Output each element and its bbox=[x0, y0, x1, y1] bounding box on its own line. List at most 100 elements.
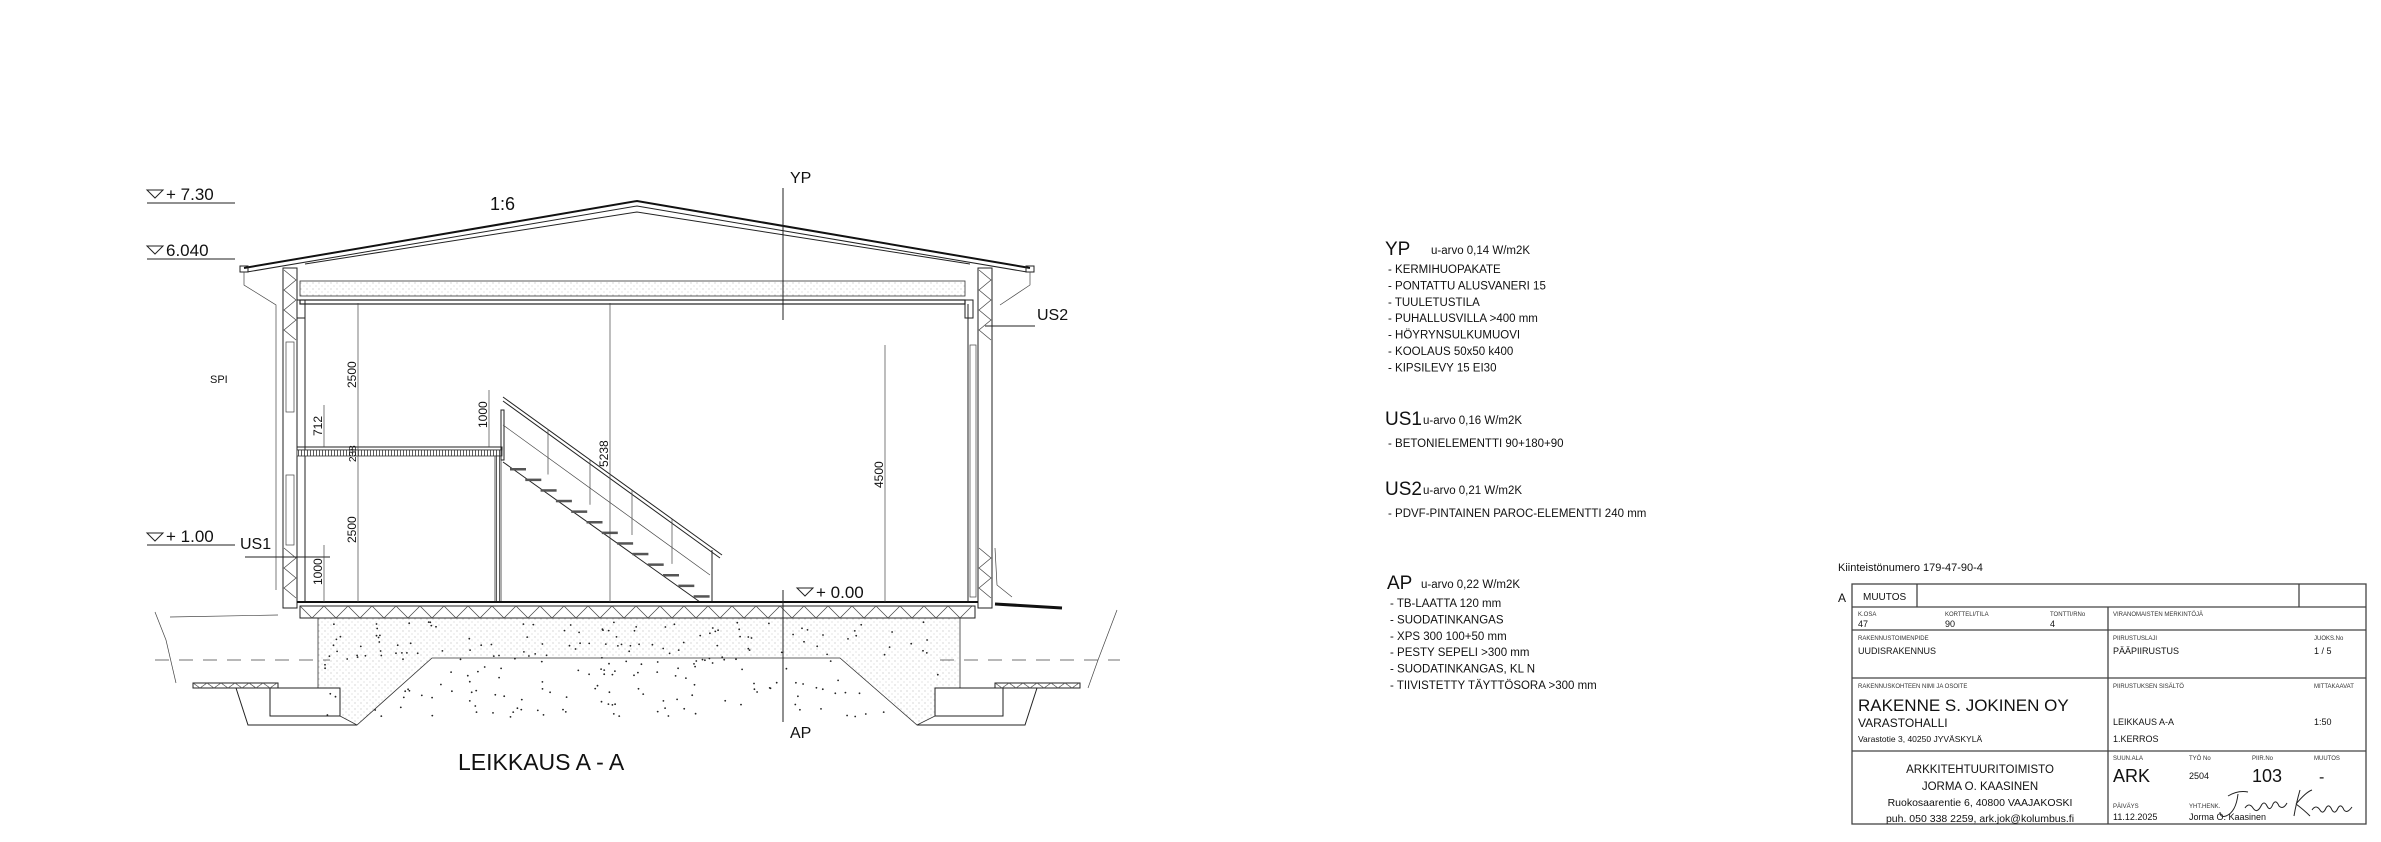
gravel-mark bbox=[614, 703, 616, 706]
dimension-label: 712 bbox=[311, 416, 325, 436]
layer-item: - KIPSILEVY 15 EI30 bbox=[1388, 362, 1496, 374]
field-value: 1 / 5 bbox=[2314, 646, 2332, 656]
gravel-mark bbox=[450, 671, 452, 673]
gravel-mark bbox=[346, 658, 349, 660]
layer-item: - HÖYRYNSULKUMUOVI bbox=[1388, 330, 1520, 342]
stair-tread bbox=[571, 510, 588, 513]
level-label: + 1.00 bbox=[166, 527, 214, 546]
level-marker-6040: 6.040 bbox=[145, 241, 235, 260]
gravel-mark bbox=[711, 627, 714, 629]
project-building: VARASTOHALLI bbox=[1858, 716, 1948, 730]
gravel-mark bbox=[640, 663, 643, 666]
left-footing bbox=[269, 687, 341, 717]
gravel-mark bbox=[656, 671, 659, 673]
gravel-mark bbox=[541, 643, 544, 645]
gravel-mark bbox=[569, 624, 572, 626]
gravel-mark bbox=[492, 655, 495, 657]
gravel-mark bbox=[883, 653, 886, 656]
gravel-mark bbox=[628, 650, 631, 653]
stair-tread bbox=[586, 521, 603, 524]
field-value: ARK bbox=[2113, 766, 2150, 786]
field-label: PIIRUSTUSLAJI bbox=[2113, 636, 2157, 642]
field-label: YHT.HENK. bbox=[2189, 804, 2221, 810]
gravel-mark bbox=[834, 692, 837, 695]
layer-item: - PESTY SEPELI >300 mm bbox=[1390, 647, 1529, 659]
field-label: SUUN.ALA bbox=[2113, 756, 2143, 762]
gravel-mark bbox=[677, 649, 680, 651]
gravel-mark bbox=[503, 695, 506, 698]
gravel-mark bbox=[656, 710, 659, 713]
wall-label-us2: US2 bbox=[1037, 307, 1068, 324]
gravel-mark bbox=[694, 665, 696, 668]
gravel-mark bbox=[608, 691, 611, 694]
gravel-mark bbox=[435, 625, 437, 628]
gravel-mark bbox=[594, 687, 597, 690]
layer-item: - TIIVISTETTY TÄYTTÖSORA >300 mm bbox=[1390, 680, 1597, 692]
layer-item: - KOOLAUS 50x50 k400 bbox=[1388, 346, 1513, 358]
level-marker-730: + 7.30 bbox=[145, 185, 235, 204]
layer-item: - BETONIELEMENTTI 90+180+90 bbox=[1388, 438, 1564, 450]
gravel-mark bbox=[475, 689, 478, 692]
gravel-mark bbox=[797, 695, 799, 698]
gravel-mark bbox=[738, 628, 741, 631]
gravel-mark bbox=[406, 652, 408, 654]
gravel-mark bbox=[565, 696, 568, 698]
gravel-mark bbox=[674, 675, 677, 677]
gravel-mark bbox=[494, 693, 497, 696]
gravel-mark bbox=[662, 700, 665, 702]
gravel-mark bbox=[925, 652, 928, 654]
gravel-mark bbox=[512, 711, 515, 713]
level-marker-100: + 1.00 bbox=[145, 527, 235, 546]
gravel-mark bbox=[775, 681, 778, 684]
ceiling bbox=[299, 280, 966, 305]
gravel-mark bbox=[826, 653, 828, 656]
gravel-mark bbox=[526, 636, 529, 638]
gravel-mark bbox=[477, 670, 479, 673]
gravel-mark bbox=[541, 688, 544, 690]
layer-item: - PUHALLUSVILLA >400 mm bbox=[1388, 313, 1538, 325]
gravel-mark bbox=[336, 650, 338, 653]
gravel-mark bbox=[514, 657, 516, 660]
stair-tread bbox=[617, 542, 634, 545]
gravel-mark bbox=[651, 643, 654, 646]
gravel-mark bbox=[613, 621, 615, 624]
gravel-mark bbox=[820, 708, 822, 710]
layer-item: - PONTATTU ALUSVANERI 15 bbox=[1388, 280, 1546, 292]
gravel-mark bbox=[401, 652, 403, 654]
level-triangle-icon bbox=[145, 245, 165, 255]
gravel-mark bbox=[469, 649, 471, 651]
field-value: 11.12.2025 bbox=[2113, 812, 2157, 822]
gravel-mark bbox=[356, 656, 359, 658]
title-block: Kiinteistönumero 179-47-90-4 A MUUTOS K.… bbox=[1838, 562, 2367, 825]
u-value: u-arvo 0,14 W/m2K bbox=[1431, 245, 1530, 257]
field-value: Jorma O. Kaasinen bbox=[2189, 812, 2266, 822]
field-label: MUUTOS bbox=[2314, 756, 2340, 762]
gravel-mark bbox=[516, 707, 519, 710]
gravel-mark bbox=[429, 621, 432, 624]
right-wall bbox=[964, 267, 1013, 609]
field-value: 1:50 bbox=[2314, 717, 2332, 727]
gravel-mark bbox=[910, 642, 913, 645]
gravel-mark bbox=[490, 643, 493, 646]
gravel-mark bbox=[380, 654, 383, 657]
gravel-mark bbox=[416, 652, 419, 655]
project-name: RAKENNE S. JOKINEN OY bbox=[1858, 696, 2069, 715]
gravel-mark bbox=[480, 644, 483, 647]
u-value: u-arvo 0,16 W/m2K bbox=[1423, 415, 1522, 427]
spi-label: SPI bbox=[210, 374, 228, 386]
structure-code: AP bbox=[1387, 573, 1412, 594]
gravel-mark bbox=[339, 635, 342, 638]
field-label: KORTTELI/TILA bbox=[1945, 612, 1989, 618]
gravel-mark bbox=[407, 688, 409, 691]
dimension-label: 1000 bbox=[311, 558, 325, 585]
gravel-mark bbox=[709, 632, 711, 635]
gravel-mark bbox=[431, 714, 434, 717]
structure-code: US1 bbox=[1385, 409, 1422, 430]
structure-code: US2 bbox=[1385, 479, 1422, 500]
gravel-mark bbox=[614, 670, 616, 672]
gravel-mark bbox=[936, 673, 939, 676]
gravel-mark bbox=[600, 700, 603, 703]
gravel-mark bbox=[604, 643, 607, 645]
field-label: JUOKS.No bbox=[2314, 636, 2344, 642]
stair-tread bbox=[632, 552, 649, 556]
